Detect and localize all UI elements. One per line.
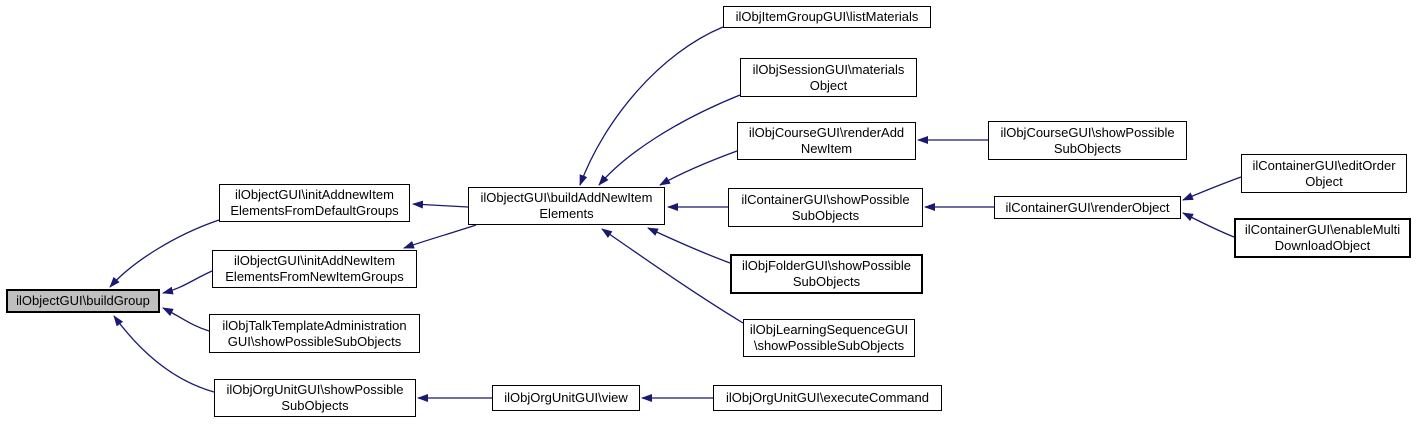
graph-node-label: ilContainerGUI\enableMulti: [1244, 222, 1401, 237]
graph-node-label: ilObjOrgUnitGUI\view: [504, 390, 628, 405]
graph-node-label: ilObjOrgUnitGUI\showPossible: [226, 382, 404, 397]
edge-talkTemplate-to-buildGroup: [162, 307, 210, 332]
graph-node-label: ilObjectGUI\buildGroup: [16, 293, 150, 308]
edge-materialsObject-to-buildAdd: [598, 94, 741, 186]
graph-node-label: ilObjLearningSequenceGUI: [749, 322, 909, 337]
graph-node-label: ilObjectGUI\initAddnewItem: [235, 187, 394, 202]
graph-node-orgUnitView[interactable]: ilObjOrgUnitGUI\view: [492, 385, 640, 411]
graph-node-renderObject[interactable]: ilContainerGUI\renderObject: [994, 196, 1181, 219]
graph-node-label: ElementsFromNewItemGroups: [225, 269, 404, 284]
graph-node-buildGroup: ilObjectGUI\buildGroup: [6, 289, 160, 313]
graph-node-executeCommand[interactable]: ilObjOrgUnitGUI\executeCommand: [713, 385, 942, 411]
graph-node-label: Object: [1305, 173, 1343, 189]
edge-editOrder-to-renderObject: [1182, 176, 1242, 201]
graph-node-label: ilContainerGUI\renderObject: [1005, 199, 1170, 215]
graph-node-learningShow[interactable]: ilObjLearningSequenceGUI\showPossibleSub…: [743, 319, 915, 357]
graph-node-label: ElementsFromDefaultGroups: [230, 203, 399, 218]
edge-listMaterials-to-buildAdd: [579, 26, 724, 186]
graph-node-label: ilObjFolderGUI\showPossible: [741, 258, 912, 273]
graph-node-label: ilObjCourseGUI\renderAdd: [748, 125, 905, 140]
graph-node-label: ilContainerGUI\showPossible: [741, 191, 910, 207]
graph-node-label: ilObjSessionGUI\materials: [752, 61, 905, 77]
graph-node-label: ilObjTalkTemplateAdministration: [222, 317, 407, 333]
edge-renderAddNewItem-to-buildAdd: [659, 150, 738, 186]
edge-buildAdd-to-initNewItem: [403, 224, 477, 249]
graph-node-label: DownloadObject: [1274, 238, 1371, 253]
edge-orgUnitShow-to-buildGroup: [113, 315, 215, 393]
edge-buildAdd-to-initDefault: [412, 200, 469, 209]
graph-node-label: GUI\showPossibleSubObjects: [227, 333, 402, 349]
graph-node-label: Object: [809, 77, 848, 93]
graph-node-label: SubObjects: [1053, 140, 1122, 156]
graph-node-label: Elements: [539, 206, 594, 221]
edge-learningShow-to-buildAdd: [601, 228, 744, 324]
graph-node-label: NewItem: [800, 141, 853, 156]
edge-enableMulti-to-renderObject: [1182, 212, 1235, 238]
edge-folderShow-to-buildAdd: [647, 227, 731, 264]
graph-node-label: SubObjects: [791, 207, 860, 223]
graph-node-label: ilObjOrgUnitGUI\executeCommand: [725, 390, 930, 405]
graph-node-label: SubObjects: [281, 398, 349, 413]
graph-node-label: ilObjectGUI\buildAddNewItem: [480, 190, 653, 205]
graph-node-label: ilObjectGUI\initAddNewItem: [233, 253, 396, 268]
graph-node-label: SubObjects: [792, 274, 861, 289]
graph-node-label: \showPossibleSubObjects: [753, 338, 905, 353]
graph-node-listMaterials[interactable]: ilObjItemGroupGUI\listMaterials: [723, 6, 931, 28]
graph-node-label: ilContainerGUI\editOrder: [1252, 157, 1396, 173]
graph-node-label: ilObjCourseGUI\showPossible: [1000, 124, 1175, 140]
edge-initNewItem-to-buildGroup: [162, 270, 213, 295]
graph-node-label: ilObjItemGroupGUI\listMaterials: [735, 9, 919, 24]
edge-initDefault-to-buildGroup: [109, 219, 220, 288]
